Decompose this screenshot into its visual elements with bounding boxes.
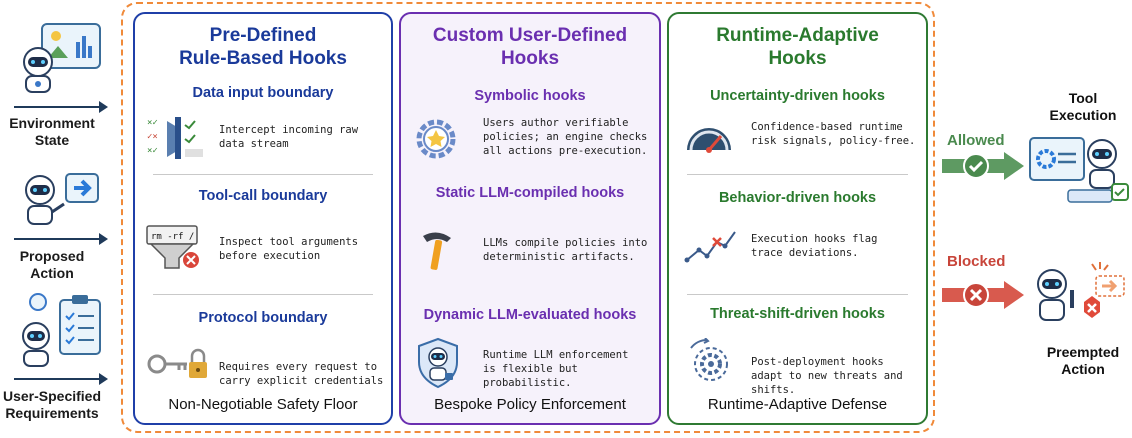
section-description: Runtime LLM enforcement is flexible but … bbox=[483, 349, 629, 389]
preempted-action-label: Preempted Action bbox=[1046, 344, 1120, 377]
robot-tool-execution-icon bbox=[1029, 137, 1129, 203]
hooks-framework-frame bbox=[121, 2, 935, 433]
section-heading: Uncertainty-driven hooks bbox=[710, 88, 885, 104]
section-divider bbox=[153, 174, 373, 175]
robot-preempted-icon bbox=[1037, 262, 1125, 321]
section-heading: Protocol boundary bbox=[198, 310, 328, 326]
input-label: Proposed Action bbox=[19, 248, 85, 281]
section-heading: Symbolic hooks bbox=[474, 88, 586, 104]
allowed-label: Allowed bbox=[947, 132, 1005, 149]
section-description: Intercept incoming raw data stream bbox=[219, 124, 359, 150]
section-description: Users author verifiable policies; an eng… bbox=[483, 117, 648, 157]
section-heading: Dynamic LLM-evaluated hooks bbox=[423, 307, 637, 323]
blocked-label: Blocked bbox=[947, 253, 1006, 270]
section-heading: Behavior-driven hooks bbox=[718, 190, 877, 206]
panel-footer: Runtime-Adaptive Defense bbox=[707, 396, 888, 413]
section-description: Execution hooks flag trace deviations. bbox=[751, 233, 878, 259]
section-divider bbox=[687, 174, 908, 175]
section-description: Post-deployment hooks adapt to new threa… bbox=[751, 356, 903, 396]
section-heading: Tool-call boundary bbox=[198, 188, 328, 204]
section-divider bbox=[687, 294, 908, 295]
data-filter-icon: ×✓ ✓× ×✓ bbox=[147, 117, 203, 159]
robot-shield-icon bbox=[418, 337, 458, 389]
panel-user-defined-hooks: Custom User-Defined Hooks Symbolic hooks… bbox=[399, 12, 661, 425]
trace-chart-icon bbox=[684, 231, 736, 263]
panel-title: Custom User-Defined Hooks bbox=[432, 25, 628, 69]
key-lock-icon bbox=[147, 348, 207, 378]
section-divider bbox=[153, 294, 373, 295]
svg-text:×✓: ×✓ bbox=[147, 146, 158, 156]
panel-footer: Non-Negotiable Safety Floor bbox=[168, 396, 358, 413]
blocked-arrow-icon bbox=[942, 281, 1024, 309]
adaptive-gear-icon bbox=[690, 338, 728, 381]
terminal-command: rm -rf / bbox=[151, 232, 194, 242]
panel-title: Runtime-Adaptive Hooks bbox=[716, 25, 879, 69]
panel-rule-based-hooks: Pre-Defined Rule-Based Hooks Data input … bbox=[133, 12, 393, 425]
svg-text:×✓: ×✓ bbox=[147, 118, 158, 128]
tool-execution-label: Tool Execution bbox=[1049, 90, 1117, 123]
section-description: LLMs compile policies into deterministic… bbox=[483, 237, 648, 263]
section-description: Inspect tool arguments before execution bbox=[219, 236, 359, 262]
panel-footer: Bespoke Policy Enforcement bbox=[434, 396, 626, 413]
hammer-icon bbox=[423, 232, 451, 270]
panel-title: Pre-Defined Rule-Based Hooks bbox=[179, 25, 347, 69]
input-label: User-Specified Requirements bbox=[2, 388, 102, 421]
robot-clipboard-icon bbox=[22, 293, 101, 367]
svg-text:✓×: ✓× bbox=[147, 132, 158, 142]
gear-star-icon bbox=[416, 119, 456, 159]
robot-action-icon bbox=[25, 173, 99, 225]
section-heading: Static LLM-compiled hooks bbox=[435, 185, 625, 201]
input-label: Environment State bbox=[9, 115, 95, 148]
robot-environment-icon bbox=[23, 23, 101, 93]
section-heading: Threat-shift-driven hooks bbox=[710, 306, 885, 322]
section-heading: Data input boundary bbox=[192, 85, 334, 101]
gauge-icon bbox=[687, 128, 731, 153]
allowed-arrow-icon bbox=[942, 152, 1024, 180]
section-description: Confidence-based runtime risk signals, p… bbox=[751, 121, 916, 147]
panel-runtime-adaptive-hooks: Runtime-Adaptive Hooks Uncertainty-drive… bbox=[667, 12, 928, 425]
section-description: Requires every request to carry explicit… bbox=[219, 361, 384, 387]
terminal-funnel-icon: rm -rf / bbox=[146, 225, 199, 269]
